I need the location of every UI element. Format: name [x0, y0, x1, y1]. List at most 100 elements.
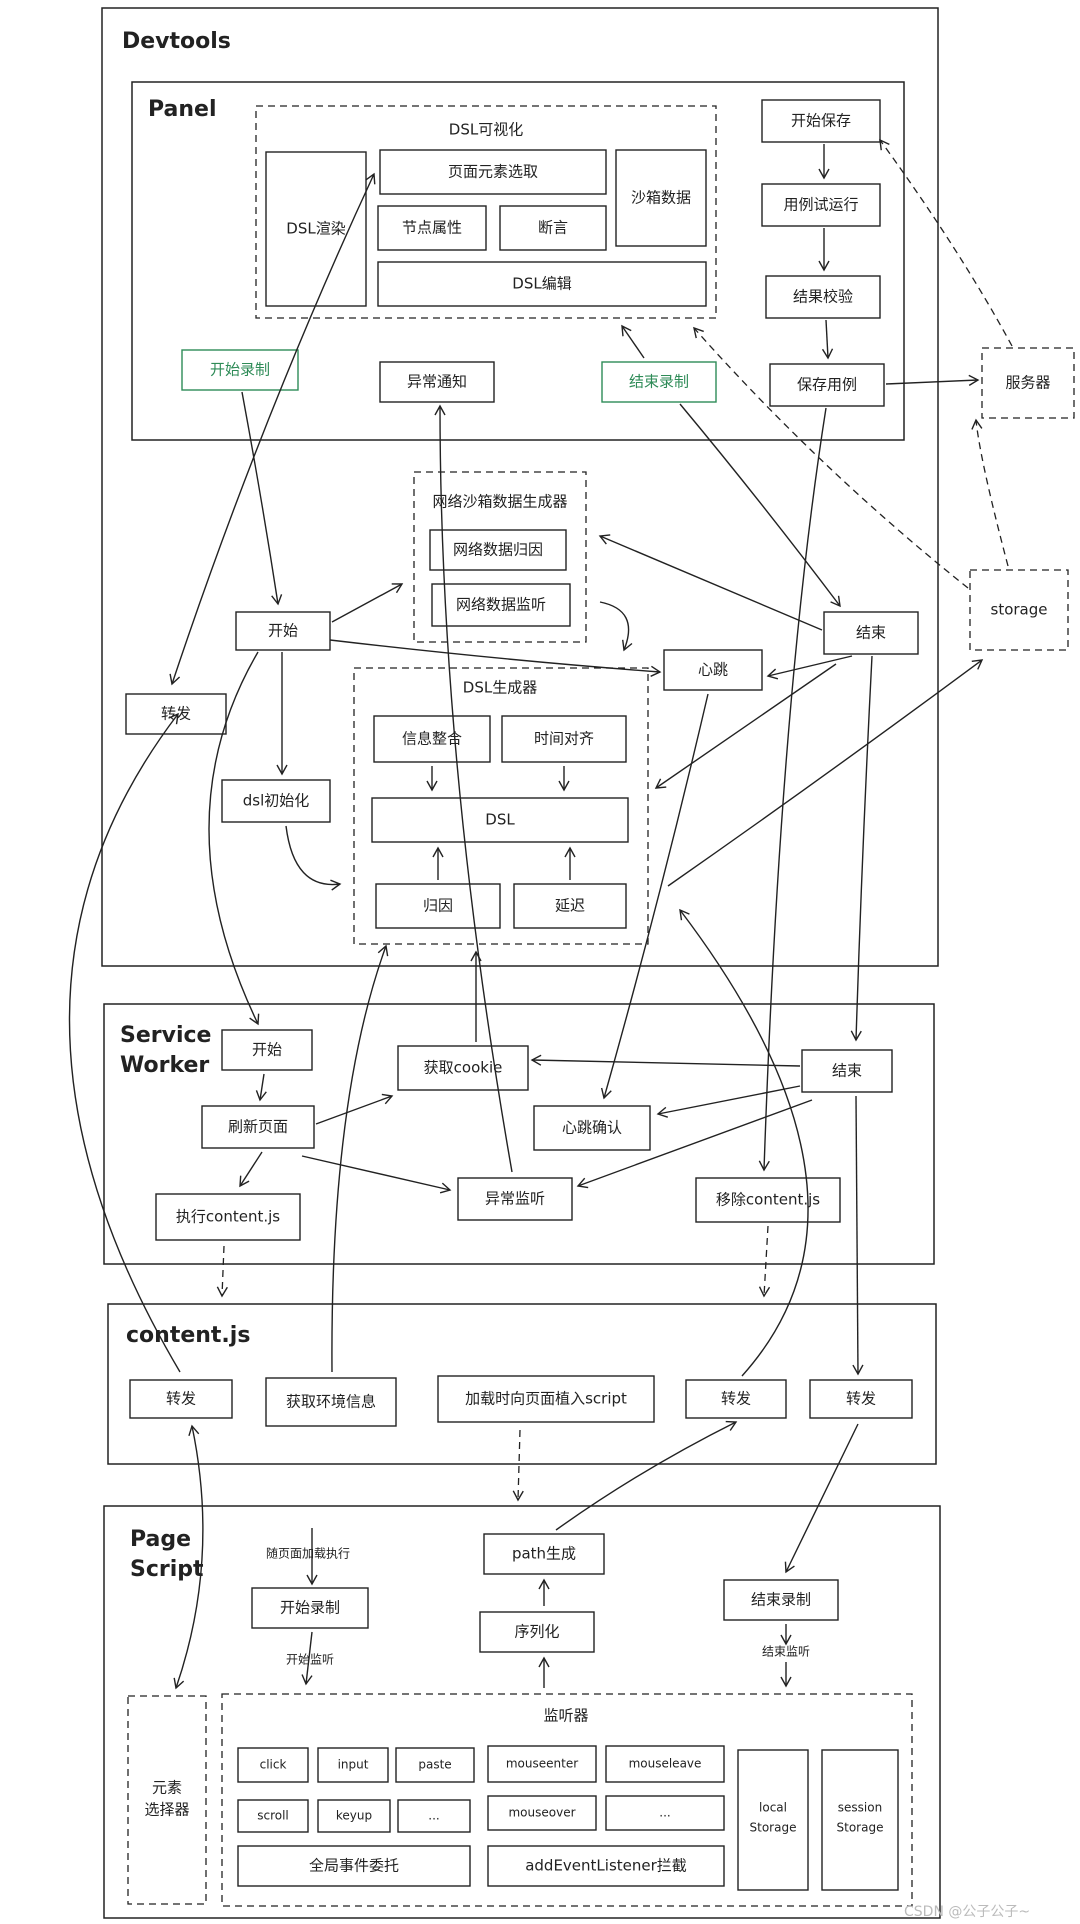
- dsl-label: DSL: [485, 811, 515, 829]
- content-forward1-box: [129, 1379, 233, 1419]
- error-monitor-box: [457, 1177, 573, 1221]
- local-storage-label-1: local: [759, 1801, 787, 1815]
- with-page-load-label: 随页面加载执行: [266, 1546, 350, 1561]
- start-save-label: 开始保存: [791, 112, 851, 130]
- result-verify-label: 结果校验: [793, 288, 853, 306]
- remove-content-label: 移除content.js: [716, 1191, 820, 1209]
- page-start-record-box: [251, 1587, 369, 1629]
- listener-title: 监听器: [543, 1707, 588, 1725]
- footer-watermark: CSDN @公子公子~: [904, 1904, 1030, 1920]
- dsl-gen-title: DSL生成器: [463, 679, 537, 697]
- element-select-label: 页面元素选取: [448, 163, 538, 181]
- service-worker-title-2: Worker: [120, 1053, 209, 1078]
- panel-frame: [131, 81, 905, 441]
- content-js-frame: [107, 1303, 937, 1465]
- net-sandbox-group: [413, 471, 587, 643]
- click-label: click: [260, 1758, 287, 1772]
- heartbeat-confirm-box: [533, 1105, 651, 1151]
- attribution-box: [375, 883, 501, 929]
- save-case-box: [769, 363, 885, 407]
- global-delegate-label: 全局事件委托: [309, 1857, 399, 1875]
- info-merge-box: [373, 715, 491, 763]
- mouseover-box: [487, 1795, 597, 1831]
- dsl-box: [371, 797, 629, 843]
- case-trial-label: 用例试运行: [783, 196, 858, 214]
- start-record-label: 开始录制: [210, 361, 270, 379]
- delay-label: 延迟: [555, 897, 585, 915]
- error-notify-box: [379, 361, 495, 403]
- page-start-record-label: 开始录制: [280, 1599, 340, 1617]
- assertion-box: [499, 205, 607, 251]
- assertion-label: 断言: [538, 219, 568, 237]
- ael-intercept-label: addEventListener拦截: [525, 1857, 687, 1875]
- sw-start-box: [221, 1029, 313, 1071]
- page-end-record-label: 结束录制: [751, 1591, 811, 1609]
- get-cookie-box: [397, 1045, 529, 1091]
- devtools-title: Devtools: [122, 29, 231, 54]
- element-selector-label-1: 元素: [152, 1779, 182, 1797]
- session-storage-label-1: session: [838, 1801, 882, 1815]
- page-end-record-box: [723, 1579, 839, 1621]
- page-script-title-1: Page: [130, 1527, 191, 1552]
- ellipsis2-box: [605, 1795, 725, 1831]
- devtools-frame: [101, 7, 939, 967]
- heartbeat-confirm-label: 心跳确认: [562, 1119, 622, 1137]
- keyup-label: keyup: [336, 1809, 372, 1823]
- result-verify-box: [765, 275, 881, 319]
- service-worker-frame: [103, 1003, 935, 1265]
- content-js-title: content.js: [126, 1323, 250, 1348]
- dsl-edit-label: DSL编辑: [512, 275, 571, 293]
- mouseleave-label: mouseleave: [629, 1757, 702, 1771]
- exec-content-label: 执行content.js: [176, 1208, 280, 1226]
- inject-script-box: [437, 1375, 655, 1423]
- element-selector-label-2: 选择器: [144, 1801, 189, 1819]
- net-attr-label: 网络数据归因: [453, 541, 543, 559]
- local-storage-label-2: Storage: [750, 1821, 797, 1835]
- paste-box: [395, 1747, 475, 1783]
- global-delegate-box: [237, 1845, 471, 1887]
- listener-group: [221, 1693, 913, 1907]
- page-script-title-2: Script: [130, 1557, 204, 1582]
- server-box: [981, 347, 1075, 419]
- sandbox-data-box: [615, 149, 707, 247]
- net-sandbox-title: 网络沙箱数据生成器: [432, 493, 567, 511]
- ellipsis1-box: [397, 1799, 471, 1833]
- ellipsis2-label: ...: [659, 1806, 670, 1820]
- devtools-start-label: 开始: [268, 622, 298, 640]
- sw-end-label: 结束: [832, 1062, 862, 1080]
- net-attr-box: [429, 529, 567, 571]
- net-listen-label: 网络数据监听: [456, 596, 546, 614]
- get-cookie-label: 获取cookie: [424, 1059, 503, 1077]
- scroll-label: scroll: [257, 1809, 289, 1823]
- time-align-box: [501, 715, 627, 763]
- mouseenter-label: mouseenter: [506, 1757, 578, 1771]
- info-merge-label: 信息整合: [402, 730, 462, 748]
- storage-label: storage: [991, 601, 1048, 619]
- content-forward2-box: [685, 1379, 787, 1419]
- error-notify-label: 异常通知: [407, 373, 467, 391]
- click-box: [237, 1747, 309, 1783]
- input-label: input: [338, 1758, 369, 1772]
- mouseleave-box: [605, 1745, 725, 1783]
- paste-label: paste: [418, 1758, 451, 1772]
- start-save-box: [761, 99, 881, 143]
- content-forward3-label: 转发: [846, 1390, 876, 1408]
- ael-intercept-box: [487, 1845, 725, 1887]
- devtools-end-box: [823, 611, 919, 655]
- refresh-label: 刷新页面: [228, 1118, 288, 1136]
- exec-content-box: [155, 1193, 301, 1241]
- mouseenter-box: [487, 1745, 597, 1783]
- case-trial-box: [761, 183, 881, 227]
- delay-box: [513, 883, 627, 929]
- devtools-forward-label: 转发: [161, 705, 191, 723]
- path-gen-box: [483, 1533, 605, 1575]
- dsl-edit-box: [377, 261, 707, 307]
- service-worker-title-1: Service: [120, 1023, 211, 1048]
- end-record-box: [601, 361, 717, 403]
- remove-content-box: [695, 1177, 841, 1223]
- time-align-label: 时间对齐: [534, 730, 594, 748]
- path-gen-label: path生成: [512, 1545, 576, 1563]
- dsl-visual-title: DSL可视化: [449, 121, 523, 139]
- dsl-init-label: dsl初始化: [243, 792, 310, 810]
